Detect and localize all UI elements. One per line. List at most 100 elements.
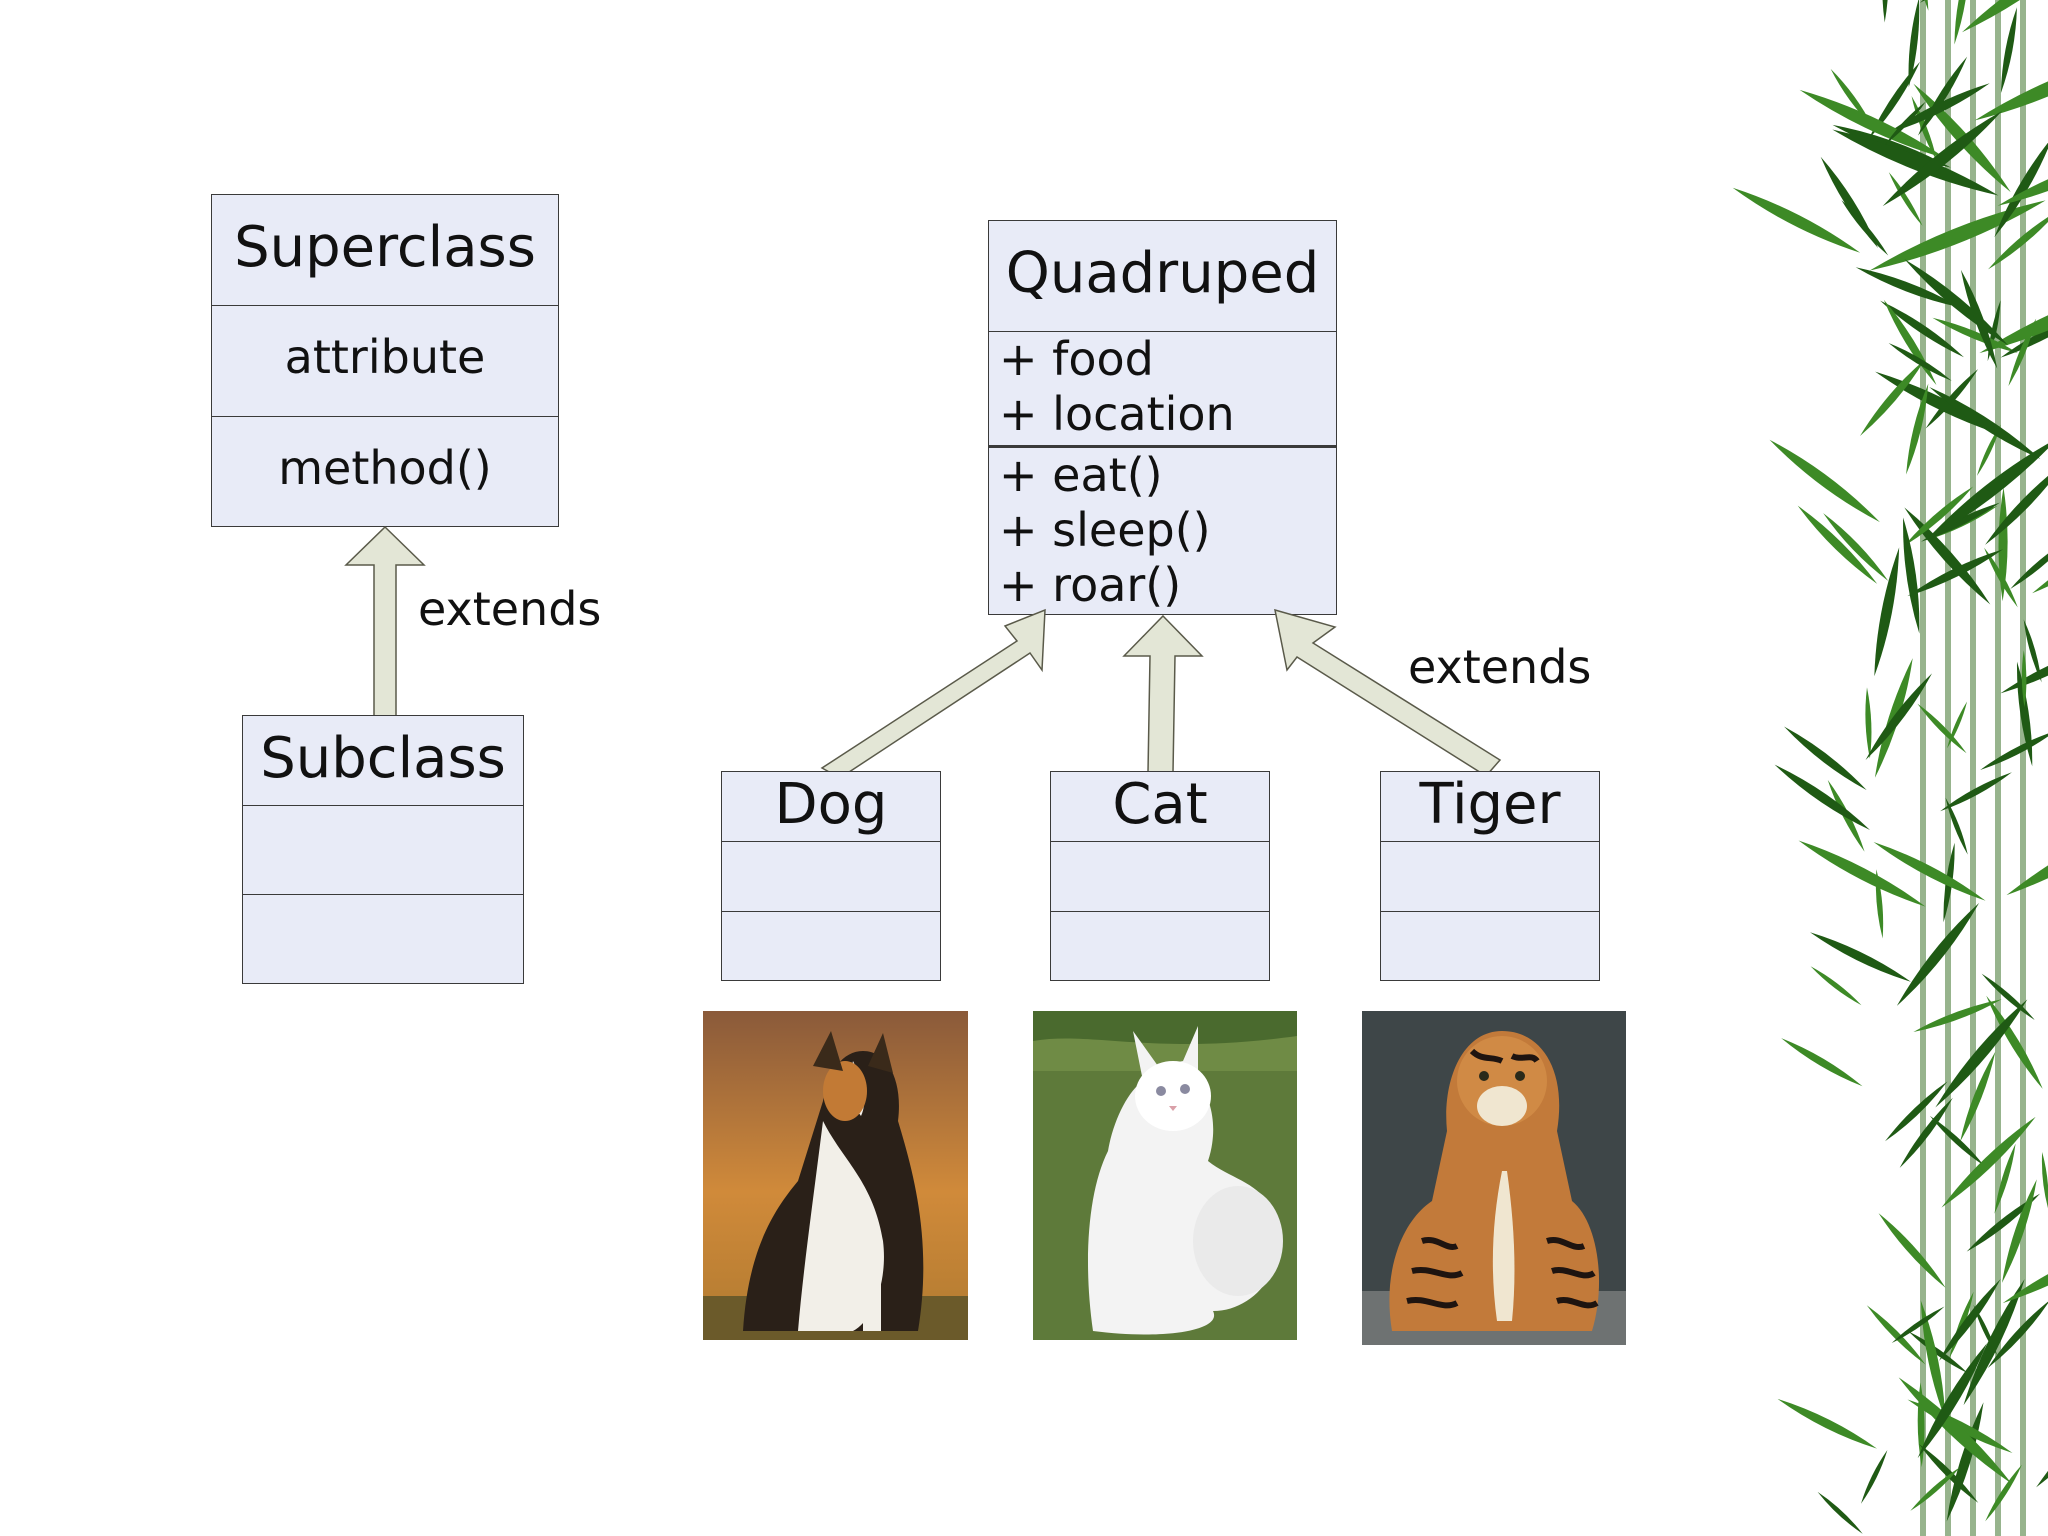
cat-attribute-compartment — [1051, 841, 1269, 911]
bamboo-leaf — [1903, 486, 1974, 547]
bamboo-leaf — [1919, 0, 1926, 3]
bamboo-leaf — [1917, 56, 1968, 136]
cat-photo — [1033, 1011, 1297, 1340]
bamboo-leaf — [1875, 869, 1884, 939]
tiger-class-box: Tiger — [1380, 771, 1600, 981]
bamboo-leaf — [2032, 580, 2048, 594]
bamboo-leaf — [1860, 359, 1925, 436]
bamboo-leaf — [1980, 733, 2048, 770]
subclass-name: Subclass — [260, 726, 506, 791]
bamboo-leaf — [1940, 772, 2012, 812]
bamboo-leaf — [1945, 797, 1968, 855]
bamboo-leaf — [1918, 1443, 1979, 1503]
quadruped-methods-compartment: + eat() + sleep() + roar() — [989, 445, 1336, 615]
bamboo-leaf — [2008, 318, 2037, 387]
bamboo-leaf — [1820, 156, 1879, 249]
subclass-box: Subclass — [242, 715, 524, 984]
bamboo-leaf — [1924, 0, 1929, 11]
bamboo-leaf — [1878, 1213, 1946, 1288]
bamboo-leaf — [1985, 475, 2048, 545]
bamboo-stem — [1920, 0, 1926, 1536]
bamboo-leaf — [1891, 1306, 1945, 1343]
bamboo-leaf — [1974, 81, 2048, 121]
bamboo-leaf — [1898, 1377, 2012, 1484]
quadruped-attribute: + food — [999, 332, 1154, 386]
bamboo-leaf — [1874, 547, 1900, 677]
bamboo-leaf — [1885, 1081, 1948, 1142]
bamboo-leaf — [1917, 703, 1967, 754]
bamboo-stem — [1970, 0, 1976, 1536]
bamboo-leaf — [1798, 840, 1926, 907]
bamboo-leaf — [1777, 1398, 1877, 1449]
subclass-method-compartment — [243, 894, 523, 983]
quadruped-extends-label: extends — [1408, 640, 1592, 694]
superclass-name: Superclass — [234, 215, 536, 280]
superclass-attribute: attribute — [284, 330, 486, 384]
bamboo-leaf — [1988, 217, 2048, 270]
superclass-method: method() — [278, 441, 492, 495]
bamboo-leaf — [2041, 1151, 2048, 1209]
dog-attribute-compartment — [722, 841, 940, 911]
bamboo-leaf — [1910, 1467, 1960, 1511]
bamboo-leaf — [1883, 299, 1937, 385]
bamboo-leaf — [1797, 505, 1878, 584]
bamboo-leaf — [2023, 619, 2042, 683]
bamboo-leaf — [2002, 1274, 2048, 1304]
bamboo-leaf — [1979, 315, 2048, 354]
bamboo-leaf — [1929, 386, 2041, 459]
tiger-photo — [1362, 1011, 1626, 1345]
bamboo-leaf — [1938, 1278, 2001, 1361]
bamboo-leaf — [1994, 142, 2048, 238]
tiger-attribute-compartment — [1381, 841, 1599, 911]
bamboo-leaf — [1947, 701, 1968, 749]
bamboo-leaf — [1810, 932, 1911, 982]
bamboo-leaf — [1899, 1097, 1953, 1168]
bamboo-leaf — [1882, 111, 2003, 207]
bamboo-leaf — [1832, 124, 1951, 168]
bamboo-leaf — [1865, 687, 1872, 759]
bamboo-leaf — [1769, 439, 1880, 523]
bamboo-leaves-decoration — [1732, 0, 2048, 1536]
bamboo-leaf — [1903, 517, 1920, 634]
dog-class-box: Dog — [721, 771, 941, 981]
dog-method-compartment — [722, 911, 940, 981]
quadruped-attributes-compartment: + food + location — [989, 331, 1336, 442]
bamboo-leaf — [1985, 1464, 2022, 1522]
bamboo-leaf — [1865, 673, 1933, 760]
bamboo-leaf — [1799, 89, 1947, 159]
bamboo-leaf — [1907, 549, 2004, 597]
bamboo-leaf — [1987, 1301, 2048, 1369]
bamboo-leaf — [1994, 1143, 2016, 1214]
bamboo-stem — [1995, 0, 2001, 1536]
bamboo-leaf — [1885, 101, 1926, 145]
tiger-class-name: Tiger — [1419, 772, 1561, 837]
cat-class-box: Cat — [1050, 771, 1270, 981]
bamboo-leaf — [1732, 187, 1861, 253]
bamboo-leaf — [1880, 300, 1964, 358]
bamboo-leaf — [1869, 61, 1921, 139]
dog-class-name: Dog — [774, 772, 888, 837]
bamboo-leaf — [1984, 547, 2018, 608]
bamboo-leaf — [1963, 1279, 2025, 1406]
bamboo-leaf — [1966, 1193, 2041, 1252]
bamboo-leaf — [1917, 1343, 1987, 1459]
bamboo-leaf — [1929, 1115, 1985, 1166]
dog-extends-arrow — [820, 608, 1046, 779]
bamboo-leaf — [1866, 1305, 1926, 1365]
bamboo-leaf — [1973, 1305, 1998, 1356]
bamboo-leaf — [1832, 129, 1999, 196]
bamboo-leaf — [1920, 1300, 1946, 1421]
bamboo-leaf — [1986, 995, 2043, 1089]
bamboo-leaf — [1888, 342, 1952, 381]
cat-class-name: Cat — [1112, 772, 1208, 837]
bamboo-leaf — [1981, 973, 2035, 1020]
bamboo-leaf — [1896, 902, 1980, 1006]
bamboo-leaf — [1869, 200, 2046, 271]
bamboo-leaf — [1860, 1450, 1888, 1504]
bamboo-leaf — [1913, 999, 2002, 1032]
dog-photo — [703, 1011, 968, 1340]
quadruped-method: + sleep() — [999, 503, 1211, 557]
bamboo-leaf — [1817, 1491, 1863, 1534]
cat-extends-arrow — [1122, 614, 1204, 773]
